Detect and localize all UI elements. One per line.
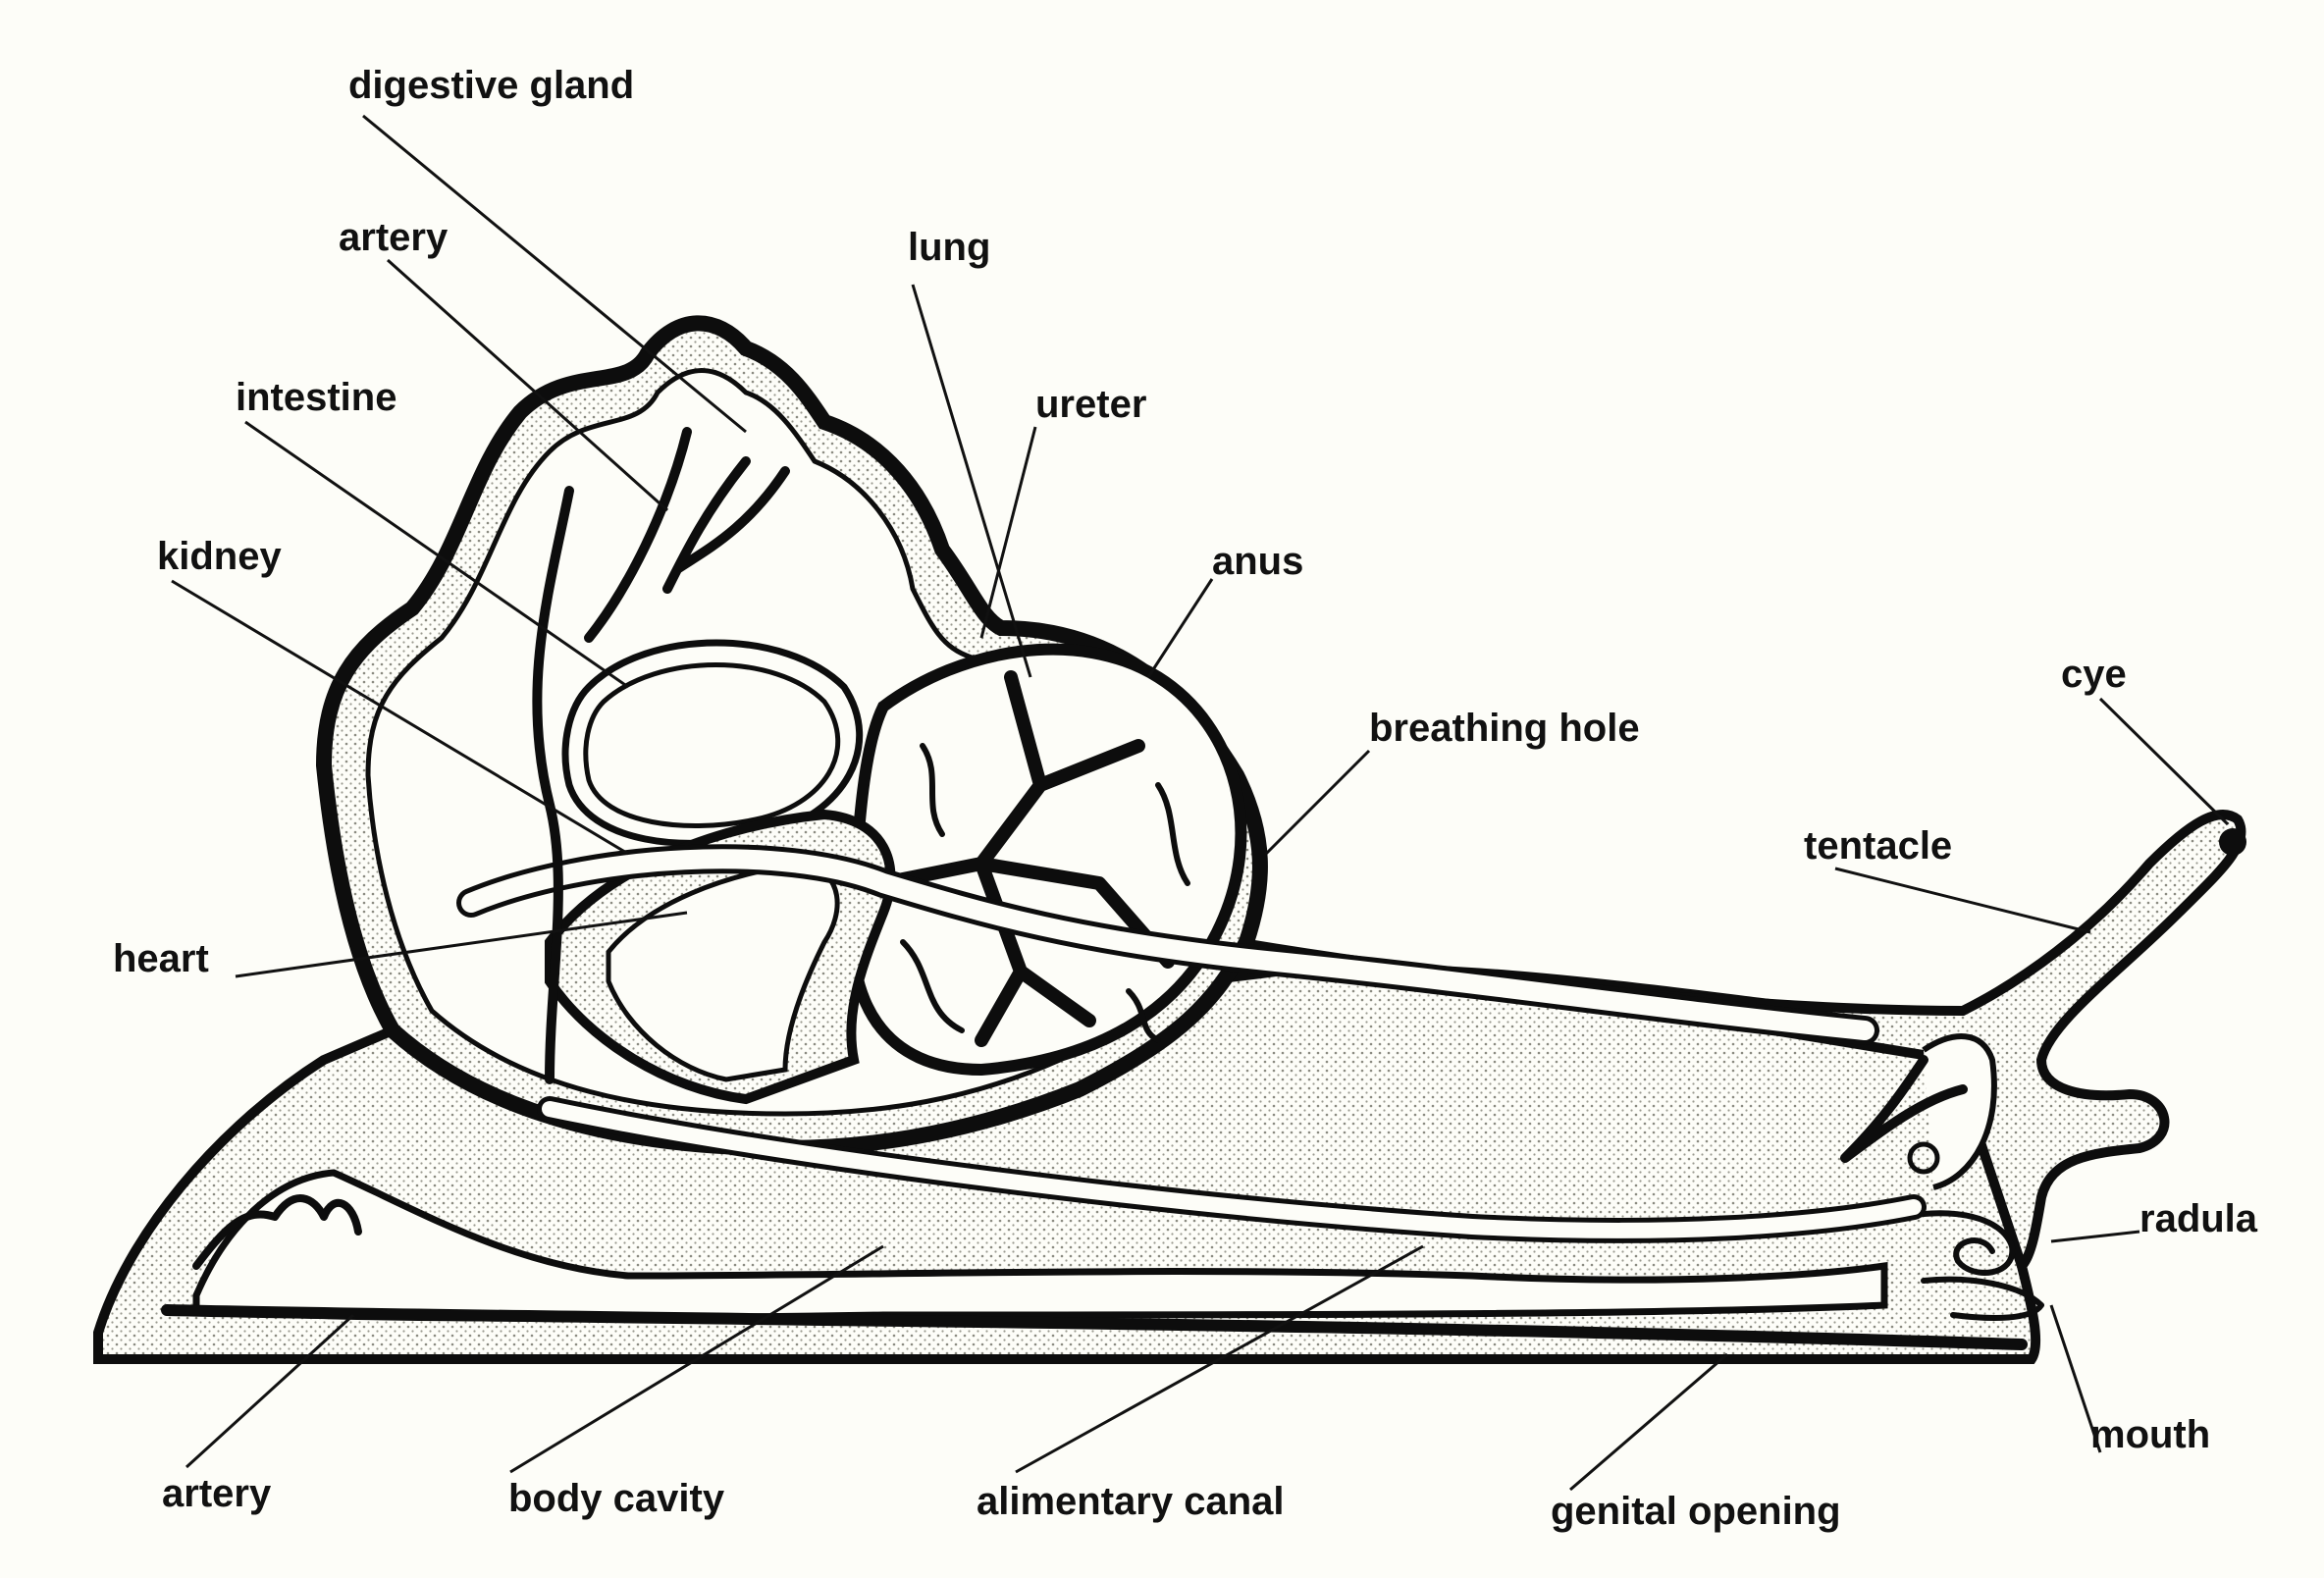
label-body-cavity: body cavity [508, 1477, 725, 1520]
label-anus: anus [1212, 540, 1303, 583]
label-radula: radula [2139, 1197, 2258, 1240]
leader-breathing-hole [1264, 749, 1371, 856]
label-digestive-gland: digestive gland [348, 64, 634, 107]
eye-spot [2219, 828, 2246, 856]
label-lung: lung [908, 226, 990, 269]
label-genital-opening: genital opening [1551, 1490, 1841, 1533]
leader-lines [171, 114, 2230, 1492]
leader-anus [1146, 578, 1214, 678]
labels: digestive gland artery intestine kidney … [113, 64, 2258, 1533]
leader-tentacle [1834, 867, 2091, 934]
leader-radula [2050, 1230, 2140, 1243]
label-eye: cye [2061, 653, 2127, 696]
label-intestine: intestine [236, 376, 396, 419]
kidney-heart [545, 809, 896, 1105]
leader-ureter [979, 426, 1037, 639]
label-mouth: mouth [2090, 1413, 2210, 1456]
leader-digestive-gland [362, 114, 747, 434]
label-ureter: ureter [1035, 383, 1146, 426]
arteries [532, 427, 1968, 1163]
head-tentacles [1236, 810, 2246, 1321]
label-kidney: kidney [157, 535, 282, 578]
label-artery-top: artery [339, 216, 449, 259]
leader-kidney [171, 579, 629, 856]
leader-intestine [244, 420, 629, 689]
leader-artery-top [386, 258, 669, 512]
label-heart: heart [113, 937, 209, 980]
leader-heart [235, 911, 688, 978]
leader-body-cavity [509, 1244, 884, 1474]
leader-alimentary-canal [1015, 1244, 1424, 1474]
leader-genital-opening [1569, 1352, 1728, 1492]
leader-lung [911, 284, 1032, 678]
label-breathing-hole: breathing hole [1369, 707, 1640, 750]
label-tentacle: tentacle [1804, 824, 1952, 868]
leader-mouth [2049, 1304, 2102, 1453]
alimentary-canal [456, 844, 1927, 1243]
foot-teeth [192, 1194, 362, 1270]
label-alimentary-canal: alimentary canal [977, 1480, 1285, 1523]
leader-artery-bottom [185, 1313, 355, 1469]
label-artery-bottom: artery [162, 1472, 272, 1515]
leader-eye [2098, 697, 2230, 826]
